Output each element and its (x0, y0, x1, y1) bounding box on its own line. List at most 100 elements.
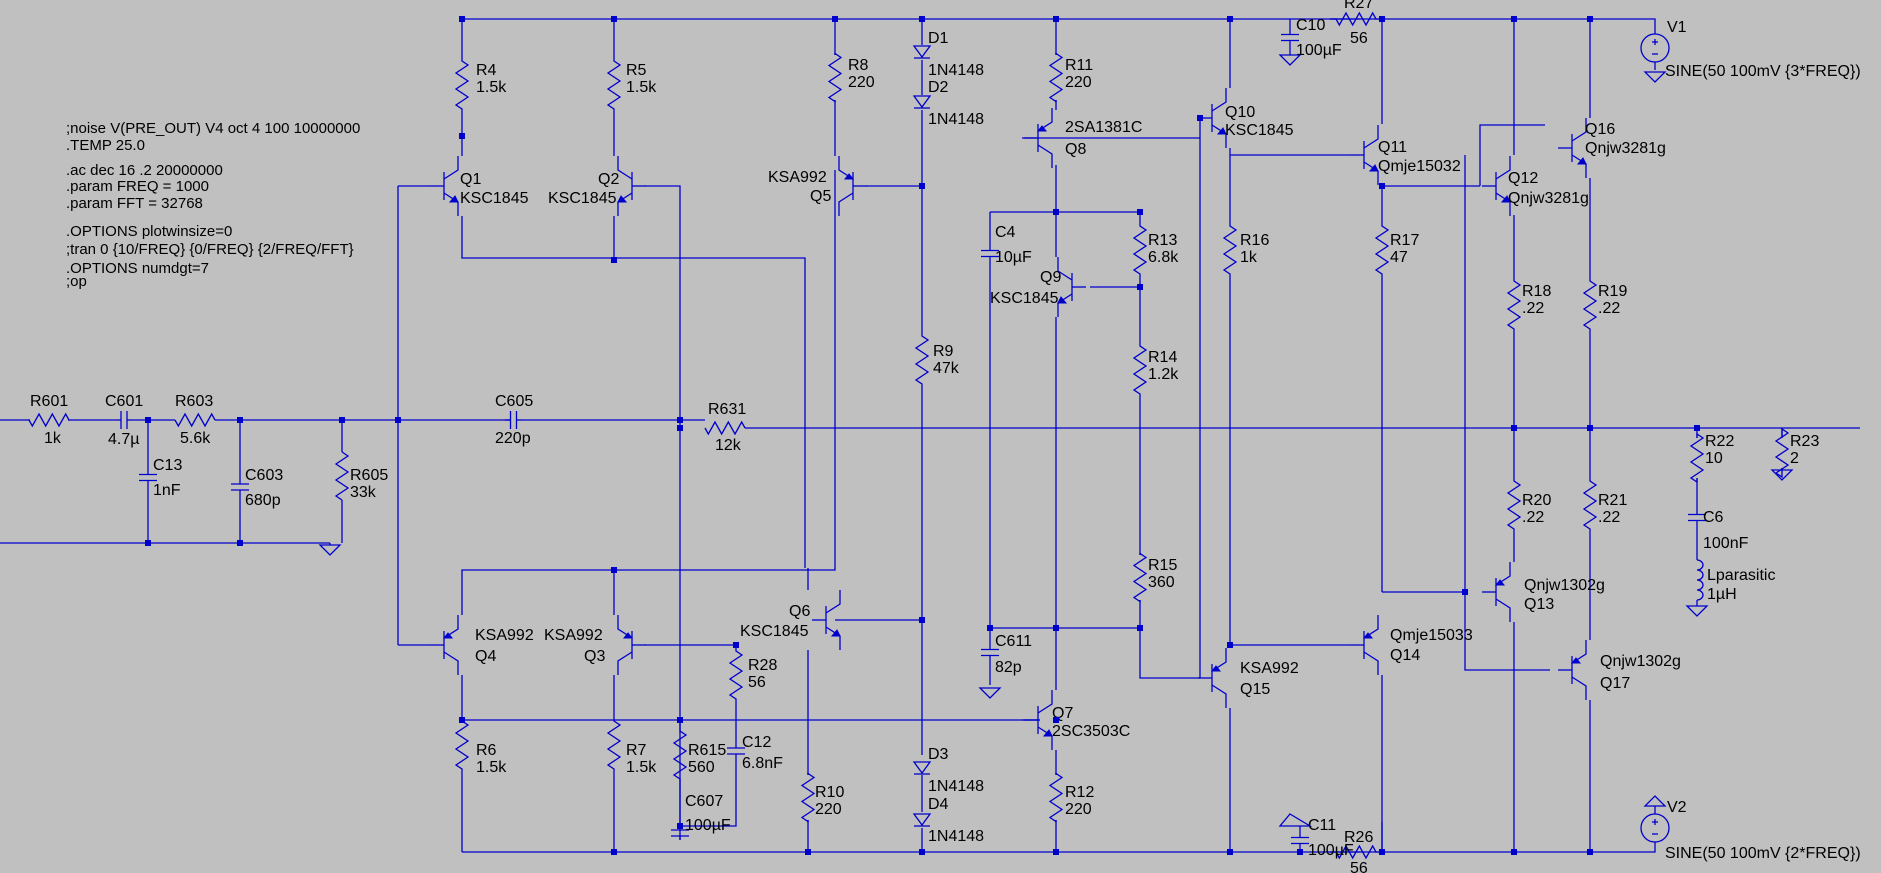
transistor-q7[interactable] (1024, 690, 1053, 750)
spice-directive-4: .param FREQ = 1000 (66, 178, 209, 195)
transistor-q16[interactable] (1558, 118, 1587, 178)
diode-d1[interactable] (912, 45, 932, 59)
resistor-r7[interactable] (606, 720, 622, 770)
resistor-r615[interactable] (672, 730, 688, 780)
resistor-r15[interactable] (1132, 552, 1148, 603)
resistor-r8[interactable] (827, 52, 843, 103)
resistor-r28[interactable] (728, 650, 744, 700)
transistor-q9[interactable] (1057, 257, 1086, 317)
inductor-lparasitic[interactable] (1696, 559, 1704, 601)
transistor-q1-name: Q1 (460, 171, 481, 188)
resistor-r18[interactable] (1506, 280, 1522, 330)
resistor-r603[interactable] (174, 412, 216, 428)
resistor-r11-name: R11 (1065, 57, 1093, 74)
resistor-r7-value: 1.5k (626, 759, 657, 776)
spice-directive-2: .TEMP 25.0 (66, 137, 145, 154)
capacitor-c10-value: 100µF (1296, 42, 1342, 59)
resistor-r16-name: R16 (1240, 232, 1269, 249)
transistor-q2-name: Q2 (598, 171, 619, 188)
transistor-q2[interactable] (617, 156, 646, 216)
capacitor-c13[interactable] (139, 470, 157, 485)
capacitor-c6[interactable] (1688, 510, 1706, 525)
resistor-r615-value: 560 (688, 759, 715, 776)
capacitor-c605[interactable] (505, 411, 522, 429)
transistor-q4[interactable] (430, 615, 459, 675)
capacitor-c12[interactable] (727, 740, 745, 762)
transistor-q8[interactable] (1024, 108, 1053, 168)
transistor-q5[interactable] (838, 156, 867, 216)
resistor-r22[interactable] (1689, 432, 1705, 484)
capacitor-c13-value: 1nF (153, 482, 181, 499)
resistor-r14[interactable] (1132, 345, 1148, 395)
transistor-q8-model: 2SA1381C (1065, 119, 1142, 136)
voltage-source-v2[interactable] (1640, 813, 1670, 843)
ground-symbol (978, 687, 1002, 699)
resistor-r9[interactable] (914, 335, 930, 385)
resistor-r605-name: R605 (350, 467, 388, 484)
resistor-r601-value: 1k (44, 430, 62, 447)
resistor-r13[interactable] (1132, 225, 1148, 275)
resistor-r26[interactable] (1330, 844, 1382, 860)
transistor-q4-model: KSA992 (475, 627, 534, 644)
capacitor-c611-name: C611 (995, 633, 1032, 650)
resistor-r21[interactable] (1582, 480, 1598, 530)
resistor-r27[interactable] (1330, 11, 1382, 27)
resistor-r11[interactable] (1048, 52, 1064, 103)
wires (0, 18, 1860, 853)
transistor-q15-model: KSA992 (1240, 660, 1299, 677)
capacitor-c11[interactable] (1291, 836, 1309, 845)
transistor-q17[interactable] (1558, 640, 1587, 700)
transistor-q13-name: Q13 (1524, 596, 1554, 613)
diode-d3[interactable] (912, 761, 932, 775)
voltage-source-v1-name: V1 (1667, 19, 1687, 36)
resistor-r19[interactable] (1582, 280, 1598, 330)
resistor-r12[interactable] (1048, 772, 1064, 823)
resistor-r601[interactable] (27, 412, 71, 428)
resistor-r5[interactable] (606, 60, 622, 110)
resistor-r605-value: 33k (350, 484, 377, 501)
diode-d2[interactable] (912, 95, 932, 109)
resistor-r6-value: 1.5k (476, 759, 507, 776)
resistor-r615-name: R615 (688, 742, 726, 759)
capacitor-c611-value: 82p (995, 659, 1022, 676)
resistor-r23[interactable] (1774, 427, 1790, 479)
capacitor-c4[interactable] (981, 245, 999, 262)
transistor-q6[interactable] (812, 590, 841, 650)
resistor-r17-value: 47 (1390, 249, 1408, 266)
transistor-q3[interactable] (617, 615, 646, 675)
capacitor-c611[interactable] (981, 645, 999, 660)
transistor-q14[interactable] (1350, 615, 1379, 675)
transistor-q1[interactable] (430, 156, 459, 216)
voltage-source-v1[interactable] (1640, 33, 1670, 63)
resistor-r20[interactable] (1506, 480, 1522, 530)
resistor-r17[interactable] (1374, 225, 1390, 275)
transistor-q17-name: Q17 (1600, 675, 1630, 692)
resistor-r28-name: R28 (748, 657, 777, 674)
spice-directive-8: .OPTIONS numdgt=7 (66, 260, 209, 277)
resistor-r10[interactable] (800, 772, 816, 823)
resistor-r10-name: R10 (815, 784, 844, 801)
diode-d4[interactable] (912, 813, 932, 827)
resistor-r6[interactable] (454, 720, 470, 770)
capacitor-c10[interactable] (1281, 30, 1299, 45)
resistor-r631[interactable] (704, 420, 746, 436)
capacitor-c601[interactable] (118, 411, 130, 429)
transistor-q15[interactable] (1198, 648, 1227, 708)
capacitor-c12-value: 6.8nF (742, 755, 783, 772)
resistor-r4[interactable] (454, 60, 470, 110)
transistor-q12[interactable] (1482, 156, 1511, 216)
resistor-r23-value: 2 (1790, 450, 1799, 467)
capacitor-c603[interactable] (231, 480, 249, 494)
transistor-q5-name: Q5 (810, 188, 831, 205)
capacitor-c601-name: C601 (105, 393, 143, 410)
transistor-q1-model: KSC1845 (460, 190, 529, 207)
resistor-r16[interactable] (1222, 225, 1238, 275)
transistor-q11[interactable] (1350, 125, 1379, 185)
transistor-q13[interactable] (1482, 562, 1511, 622)
resistor-r631-value: 12k (715, 437, 742, 454)
labels: R6011kC6014.7µR6035.6kC131nFC603680pR605… (30, 0, 1861, 873)
resistor-r22-value: 10 (1705, 450, 1723, 467)
resistor-r605[interactable] (334, 451, 350, 501)
spice-directive-3: .ac dec 16 .2 20000000 (66, 162, 223, 179)
